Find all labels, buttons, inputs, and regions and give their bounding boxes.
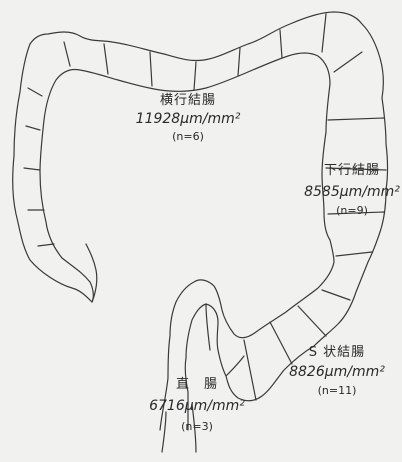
rectum-detail — [206, 304, 244, 376]
descending-colon-name: 下行結腸 — [302, 164, 402, 177]
transverse-colon-n: (n=6) — [128, 131, 248, 142]
cecum-pouch — [62, 258, 93, 302]
descending-colon-value: 8585μm/mm² — [302, 185, 402, 199]
flexure-detail — [86, 244, 97, 302]
rectum-value: 6716μm/mm² — [132, 399, 262, 413]
transverse-colon-name: 横行結腸 — [128, 94, 248, 107]
sigmoid-colon-value: 8826μm/mm² — [274, 365, 400, 379]
rectum-label: 直 腸 6716μm/mm² (n=3) — [132, 378, 262, 432]
rectum-name: 直 腸 — [132, 378, 262, 391]
sigmoid-colon-n: (n=11) — [274, 385, 400, 396]
sigmoid-colon-label: S 状結腸 8826μm/mm² (n=11) — [274, 346, 400, 396]
descending-colon-label: 下行結腸 8585μm/mm² (n=9) — [302, 164, 402, 216]
rectum-n: (n=3) — [132, 421, 262, 432]
transverse-colon-label: 横行結腸 11928μm/mm² (n=6) — [128, 94, 248, 142]
transverse-colon-value: 11928μm/mm² — [128, 112, 248, 126]
sigmoid-colon-name: S 状結腸 — [274, 346, 400, 359]
descending-colon-n: (n=9) — [302, 205, 402, 216]
